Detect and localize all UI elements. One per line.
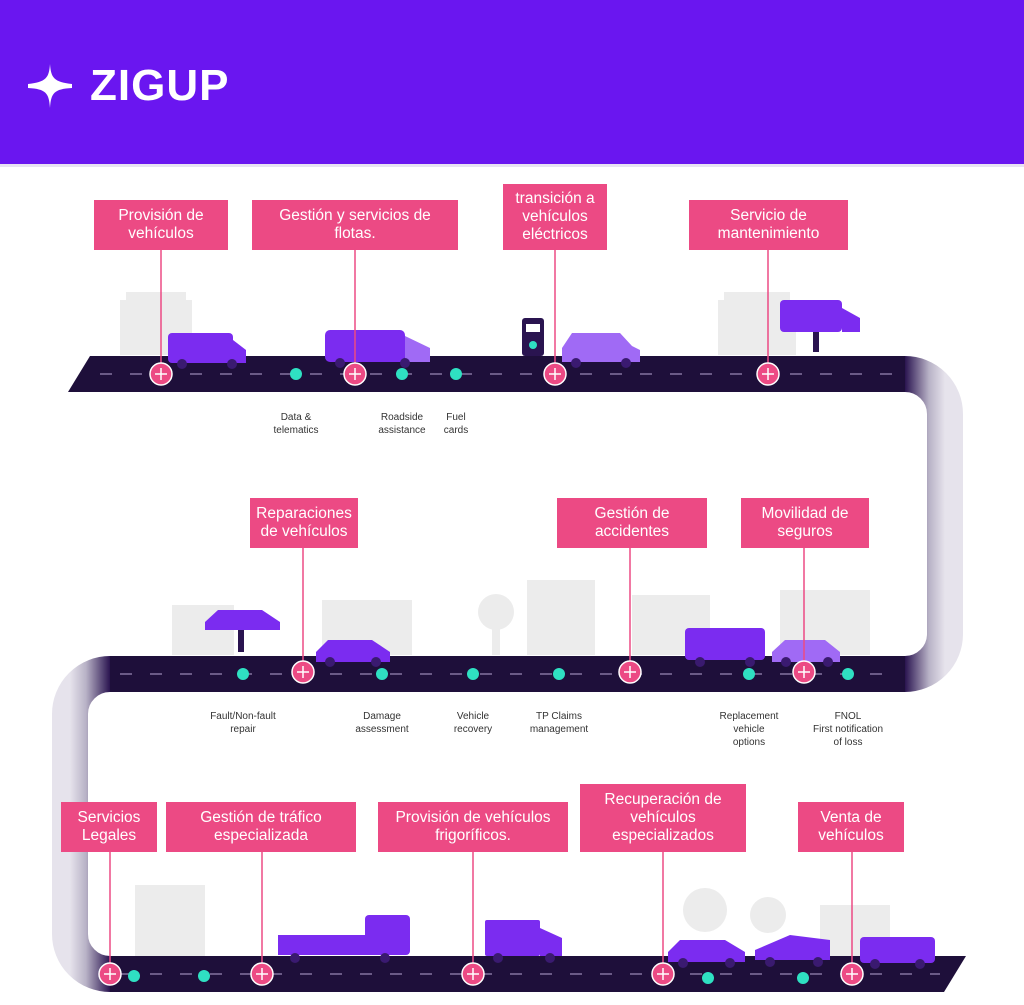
fleet-van-icon <box>325 330 430 368</box>
label-traffic-management[interactable]: Gestión de tráfico especializada <box>166 802 356 852</box>
label-vehicle-sales[interactable]: Venta de vehículos <box>798 802 904 852</box>
label-fleet-management[interactable]: Gestión y servicios de flotas. <box>252 200 458 250</box>
vehicles <box>168 300 935 969</box>
label-ev-transition[interactable]: transición a vehículos eléctricos <box>503 184 607 250</box>
recovery-truck-icon <box>755 935 830 967</box>
lifted-car-icon <box>205 610 280 652</box>
service-fnol: FNOL First notification of loss <box>812 711 884 748</box>
plus-star-icon <box>28 64 72 108</box>
service-dots <box>128 368 854 984</box>
label-connectors <box>109 250 853 974</box>
header-divider <box>0 164 1024 167</box>
service-fuel-cards: Fuel cards <box>443 412 469 436</box>
service-fault-repair: Fault/Non-fault repair <box>210 711 276 735</box>
service-roadside-assistance: Roadside assistance <box>378 412 426 436</box>
label-maintenance[interactable]: Servicio de mantenimiento <box>689 200 848 250</box>
van-icon <box>168 333 246 369</box>
refrigerated-truck-icon <box>485 920 562 963</box>
label-refrigerated-vehicles[interactable]: Provisión de vehículos frigoríficos. <box>378 802 568 852</box>
brand-name: ZIGUP <box>90 61 230 110</box>
car-icon <box>316 640 390 667</box>
van-icon <box>685 628 765 667</box>
label-accident-management[interactable]: Gestión de accidentes <box>557 498 707 548</box>
label-vehicle-repairs[interactable]: Reparaciones de vehículos <box>250 498 358 548</box>
van-icon <box>780 300 860 352</box>
service-replacement-vehicle: Replacement vehicle options <box>719 711 779 748</box>
van-icon <box>860 937 935 969</box>
tow-truck-icon <box>278 915 410 963</box>
label-specialist-recovery[interactable]: Recuperación de vehículos especializados <box>580 784 746 852</box>
label-insurance-mobility[interactable]: Movilidad de seguros <box>741 498 869 548</box>
service-data-telematics: Data & telematics <box>273 412 319 436</box>
service-damage-assessment: Damage assessment <box>355 711 409 735</box>
brand-logo[interactable]: ZIGUP <box>26 62 229 110</box>
road-curve-right <box>903 356 963 692</box>
label-vehicle-provision[interactable]: Provisión de vehículos <box>94 200 228 250</box>
car-icon <box>668 940 745 968</box>
car-icon <box>772 640 840 667</box>
label-legal-services[interactable]: Servicios Legales <box>61 802 157 852</box>
service-vehicle-recovery: Vehicle recovery <box>453 711 493 735</box>
header-bar: ZIGUP <box>0 0 1024 164</box>
ev-charger-icon <box>522 318 544 356</box>
milestone-pins <box>98 362 864 986</box>
service-roadmap <box>52 250 966 992</box>
car-icon <box>562 333 640 368</box>
service-tp-claims: TP Claims management <box>529 711 589 735</box>
